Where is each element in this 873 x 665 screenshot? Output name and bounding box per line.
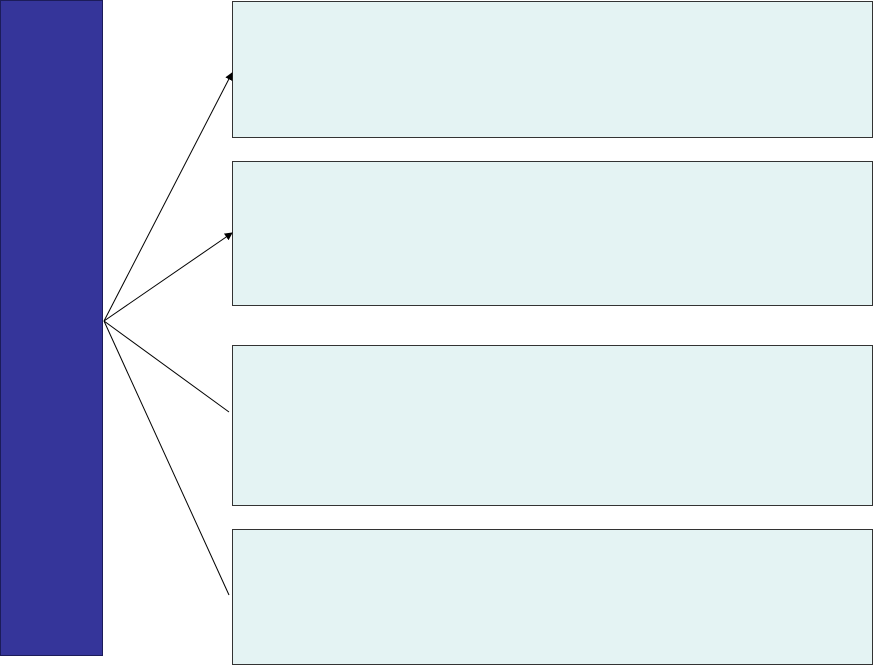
target-box-2 — [232, 161, 873, 306]
target-box-4 — [232, 529, 873, 665]
connector-to-box-3 — [103, 320, 230, 413]
target-box-3 — [232, 345, 873, 506]
connector-to-box-4 — [103, 320, 230, 596]
target-box-1 — [232, 1, 873, 138]
connector-to-box-1 — [103, 72, 233, 322]
connector-to-box-2 — [103, 232, 233, 322]
source-bar — [0, 0, 103, 656]
